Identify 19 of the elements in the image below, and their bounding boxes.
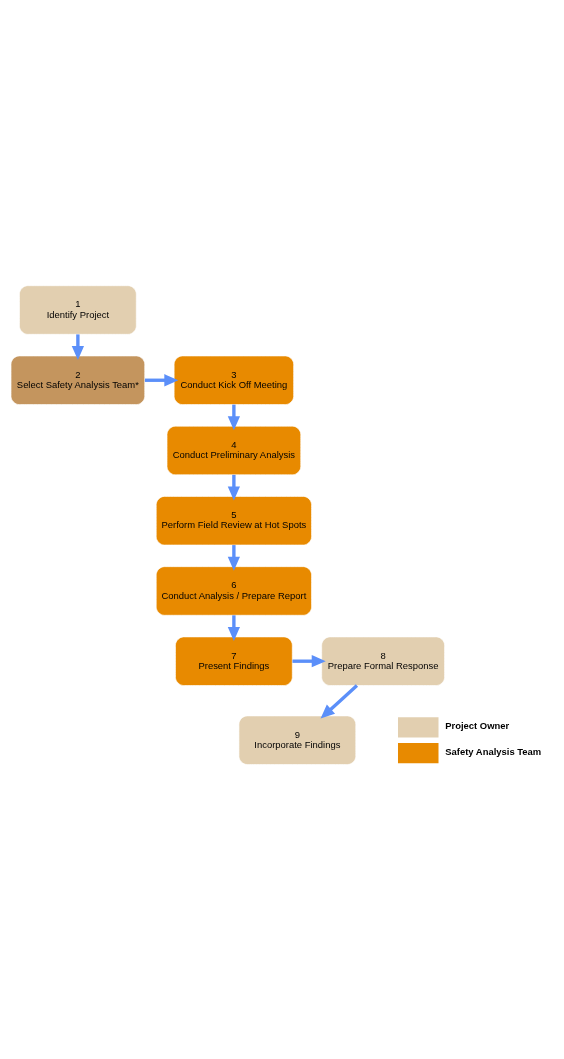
node-box: 4 Conduct Preliminary Analysis <box>166 425 302 476</box>
node-box: 9 Incorporate Findings <box>238 715 357 765</box>
arrow <box>227 615 240 641</box>
node-box: 7 Present Findings <box>175 636 293 686</box>
node-box: 3 Conduct Kick Off Meeting <box>173 355 294 405</box>
arrow <box>144 374 179 387</box>
legend-label: Safety Analysis Team <box>445 745 542 757</box>
arrow <box>320 684 359 719</box>
arrow <box>292 655 326 668</box>
arrow <box>71 334 84 361</box>
arrow <box>227 404 240 431</box>
node-box: 1 Identify Project <box>19 285 137 335</box>
node-box: 8 Prepare Formal Response <box>321 636 445 686</box>
node-box: 6 Conduct Analysis / Prepare Report <box>155 566 312 616</box>
arrow <box>227 545 240 571</box>
arrow <box>227 474 240 501</box>
node-box: 5 Perform Field Review at Hot Spots <box>155 496 312 546</box>
legend-label: Project Owner <box>445 720 510 732</box>
node-box: 2 Select Safety Analysis Team* <box>10 355 146 405</box>
